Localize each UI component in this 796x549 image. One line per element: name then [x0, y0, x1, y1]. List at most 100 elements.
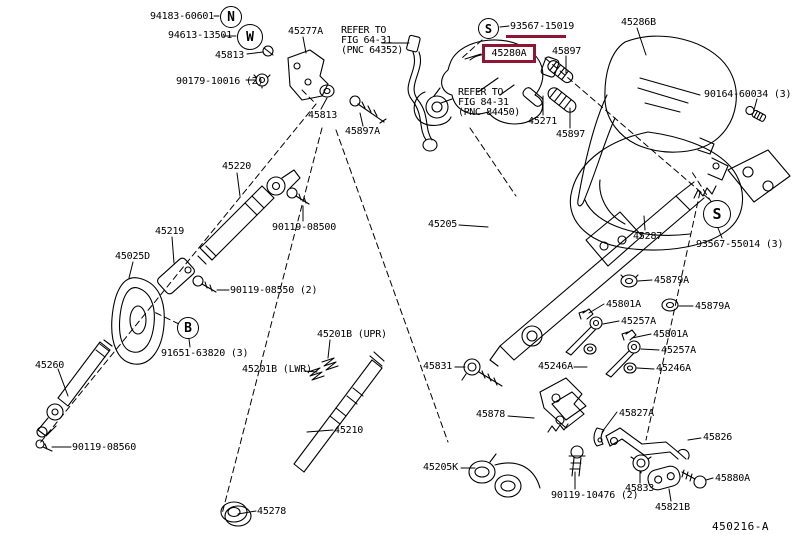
part-label-45831[interactable]: 45831	[423, 361, 453, 372]
part-art-stud-45897-upper	[547, 60, 574, 84]
part-label-45878[interactable]: 45878	[476, 409, 506, 420]
part-art-shaft-45260	[36, 339, 113, 438]
refer-note-line: (PNC 84450)	[458, 107, 520, 118]
part-art-grommet-45879a-1	[620, 274, 639, 288]
part-label-93567-55014[interactable]: 93567-55014 (3)	[696, 239, 784, 250]
part-label-90179-10016[interactable]: 90179-10016 (2)	[176, 76, 264, 87]
part-art-cover-45287	[569, 131, 744, 251]
part-art-clip-45801a-1	[578, 308, 594, 320]
part-label-45801a-2[interactable]: 45801A	[653, 329, 688, 340]
part-art-column-tube-45205	[489, 149, 791, 367]
part-art-clip-45801a-2	[621, 329, 637, 341]
part-label-90119-08500[interactable]: 90119-08500	[272, 222, 337, 233]
symbol-circle-w: W	[237, 24, 263, 50]
part-art-spacer-45246a-left	[583, 343, 597, 355]
part-art-clip-45201b-lwr	[307, 367, 325, 381]
part-label-45277a[interactable]: 45277A	[288, 26, 323, 37]
refer-note-fig64-31: REFER TO FIG 64-31 (PNC 64352)	[341, 26, 403, 56]
part-label-45246a-right[interactable]: 45246A	[656, 363, 691, 374]
part-label-90119-10476[interactable]: 90119-10476 (2)	[551, 490, 639, 501]
part-art-nut-90179	[253, 73, 271, 89]
part-label-45246a-left[interactable]: 45246A	[538, 361, 573, 372]
symbol-circle-n: N	[220, 6, 242, 28]
part-label-45813-top[interactable]: 45813	[215, 50, 245, 61]
symbol-circle-s-top: S	[478, 18, 499, 39]
symbol-circle-b: B	[177, 317, 199, 339]
part-art-bolt-90119-08500	[286, 187, 310, 205]
part-label-45833[interactable]: 45833	[625, 483, 655, 494]
part-art-cover-45286b	[577, 35, 737, 207]
part-label-45897-lower[interactable]: 45897	[556, 129, 586, 140]
part-label-45260[interactable]: 45260	[35, 360, 65, 371]
construction-lines	[39, 39, 713, 515]
refer-note-line: FIG 64-31	[341, 35, 392, 46]
part-art-bracket-45277a	[287, 49, 329, 101]
part-label-45827a[interactable]: 45827A	[619, 408, 654, 419]
part-label-90119-08550[interactable]: 90119-08550 (2)	[230, 285, 318, 296]
highlight-underline-93567-15019	[506, 35, 566, 38]
part-art-key-reminder-switch	[413, 87, 452, 126]
part-label-94613-13501[interactable]: 94613-13501	[168, 30, 233, 41]
part-label-45201b-upr[interactable]: 45201B (UPR)	[317, 329, 387, 340]
part-art-dust-cover-45025d	[111, 277, 165, 365]
part-label-45205k[interactable]: 45205K	[423, 462, 458, 473]
refer-note-fig84-31: REFER TO FIG 84-31 (PNC 84450)	[458, 88, 520, 118]
part-label-45801a-1[interactable]: 45801A	[606, 299, 641, 310]
part-art-clip-45813-top	[262, 45, 274, 57]
part-label-45025d[interactable]: 45025D	[115, 251, 150, 262]
part-label-45813-mid[interactable]: 45813	[308, 110, 338, 121]
part-art-bushing-45278	[220, 501, 252, 527]
part-label-45286b[interactable]: 45286B	[621, 17, 656, 28]
refer-note-line: (PNC 64352)	[341, 45, 403, 56]
part-label-45826[interactable]: 45826	[703, 432, 733, 443]
symbol-circle-s-right: S	[703, 200, 731, 228]
part-art-wire-harness	[406, 34, 438, 152]
highlighted-part-45280a[interactable]: 45280A	[482, 44, 536, 63]
part-art-bolt-45897a	[349, 95, 387, 124]
part-label-45219[interactable]: 45219	[155, 226, 185, 237]
part-label-45201b-lwr[interactable]: 45201B (LWR)	[242, 364, 312, 375]
part-label-45897-upper[interactable]: 45897	[552, 46, 582, 57]
part-label-45205[interactable]: 45205	[428, 219, 458, 230]
part-art-spacer-45246a-right	[623, 362, 637, 374]
part-art-clamp-45205k	[468, 453, 541, 498]
part-label-45257a-1[interactable]: 45257A	[621, 316, 656, 327]
part-label-45220[interactable]: 45220	[222, 161, 252, 172]
part-art-nut-45833	[630, 454, 652, 474]
part-label-45821b[interactable]: 45821B	[655, 502, 690, 513]
part-art-bolt-90119-08560	[35, 439, 53, 452]
part-label-45271[interactable]: 45271	[528, 116, 558, 127]
part-label-91651-63820[interactable]: 91651-63820 (3)	[161, 348, 249, 359]
part-art-bracket-45878	[539, 377, 587, 433]
part-art-screw-90164	[745, 105, 767, 122]
part-art-clip-45201b-upr	[321, 357, 339, 371]
part-label-93567-15019[interactable]: 93567-15019	[510, 21, 575, 32]
part-art-shaft-45220	[197, 169, 301, 265]
part-label-94183-60601[interactable]: 94183-60601	[150, 11, 215, 22]
leader-lines	[51, 15, 758, 515]
part-art-grommet-45879a-2	[661, 298, 679, 312]
part-label-45879a-1[interactable]: 45879A	[654, 275, 689, 286]
part-art-lever-45257a-2	[605, 340, 641, 378]
part-label-45278[interactable]: 45278	[257, 506, 287, 517]
part-label-45880a[interactable]: 45880A	[715, 473, 750, 484]
part-label-45210[interactable]: 45210	[334, 425, 364, 436]
refer-note-line: REFER TO	[341, 25, 386, 36]
part-label-45257a-2[interactable]: 45257A	[661, 345, 696, 356]
part-art-tab-45827a	[593, 427, 605, 447]
figure-number: 450216-A	[712, 520, 769, 533]
part-label-90164-60034[interactable]: 90164-60034 (3)	[704, 89, 792, 100]
part-art-main-shaft-45210	[293, 351, 385, 473]
part-art-cam-45821b	[647, 465, 681, 491]
part-label-45287[interactable]: 45287	[633, 231, 663, 242]
part-label-45879a-2[interactable]: 45879A	[695, 301, 730, 312]
part-art-bolt-45880a	[681, 469, 707, 489]
part-art-bolt-45831	[461, 358, 503, 387]
part-art-grommet-45813-mid	[319, 84, 335, 98]
part-label-90119-08560[interactable]: 90119-08560	[72, 442, 137, 453]
refer-note-line: REFER TO	[458, 87, 503, 98]
part-label-45897a[interactable]: 45897A	[345, 126, 380, 137]
part-art-bolt-90119-08550	[192, 275, 217, 293]
